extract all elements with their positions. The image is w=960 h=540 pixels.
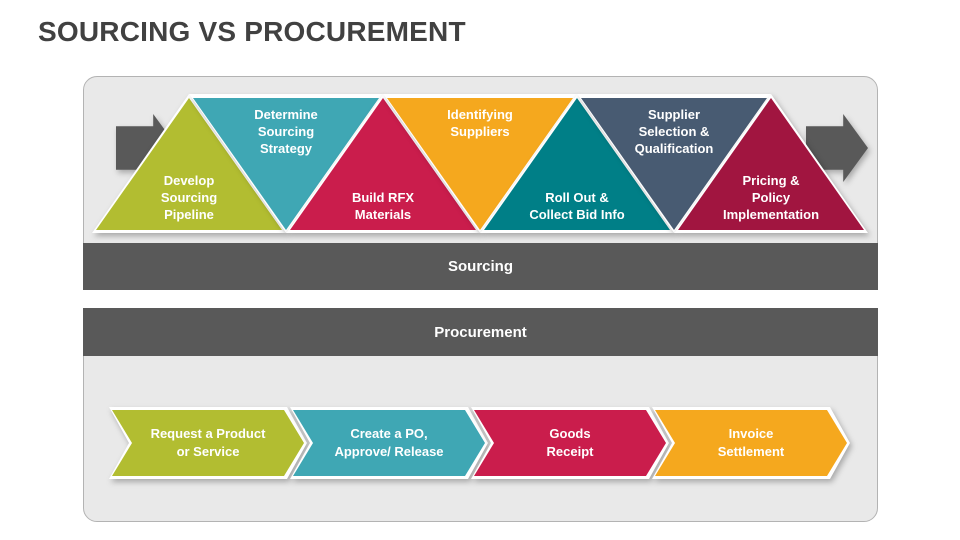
procurement-step-goods-receipt: Goods Receipt [471,407,669,479]
step-label: Identifying Suppliers [447,107,513,139]
procurement-process-row: Request a Product or Service Create a PO… [84,309,877,522]
sourcing-band-label: Sourcing [447,258,513,275]
chevron-shape [655,410,847,476]
step-label: Pricing & Policy Implementation [722,173,820,223]
chevron-shape [112,410,304,476]
step-label: Determine Sourcing Strategy [254,107,318,156]
sourcing-panel: Develop Sourcing Pipeline Determine Sour… [83,76,878,290]
step-label: Supplier Selection & Qualification [634,107,714,156]
step-label: Develop Sourcing Pipeline [160,173,218,223]
procurement-band: Procurement [83,308,878,356]
sourcing-step-supplier-selection-qualification: Supplier Selection & Qualification [577,94,771,233]
sourcing-process-strip: Develop Sourcing Pipeline Determine Sour… [84,77,877,244]
step-label: Goods Receipt [546,426,594,459]
chevron-shape [474,410,666,476]
page-title: SOURCING VS PROCUREMENT [38,16,466,47]
sourcing-band: Sourcing [83,243,878,290]
procurement-band-label: Procurement [434,323,527,341]
step-label: Invoice Settlement [717,426,785,459]
chevron-shape [293,410,485,476]
procurement-panel: Procurement Request a Product or Service… [83,308,878,522]
step-label: Roll Out & Collect Bid Info [529,190,625,223]
step-label: Create a PO, Approve/ Release [334,426,444,459]
step-label: Request a Product or Service [150,426,266,459]
procurement-step-create-po-approve-release: Create a PO, Approve/ Release [290,407,488,479]
step-label: Build RFX Materials [351,190,415,223]
procurement-step-request-product-or-service: Request a Product or Service [109,407,307,479]
sourcing-step-pricing-policy-implementation: Pricing & Policy Implementation [674,94,868,233]
procurement-step-invoice-settlement: Invoice Settlement [652,407,850,479]
